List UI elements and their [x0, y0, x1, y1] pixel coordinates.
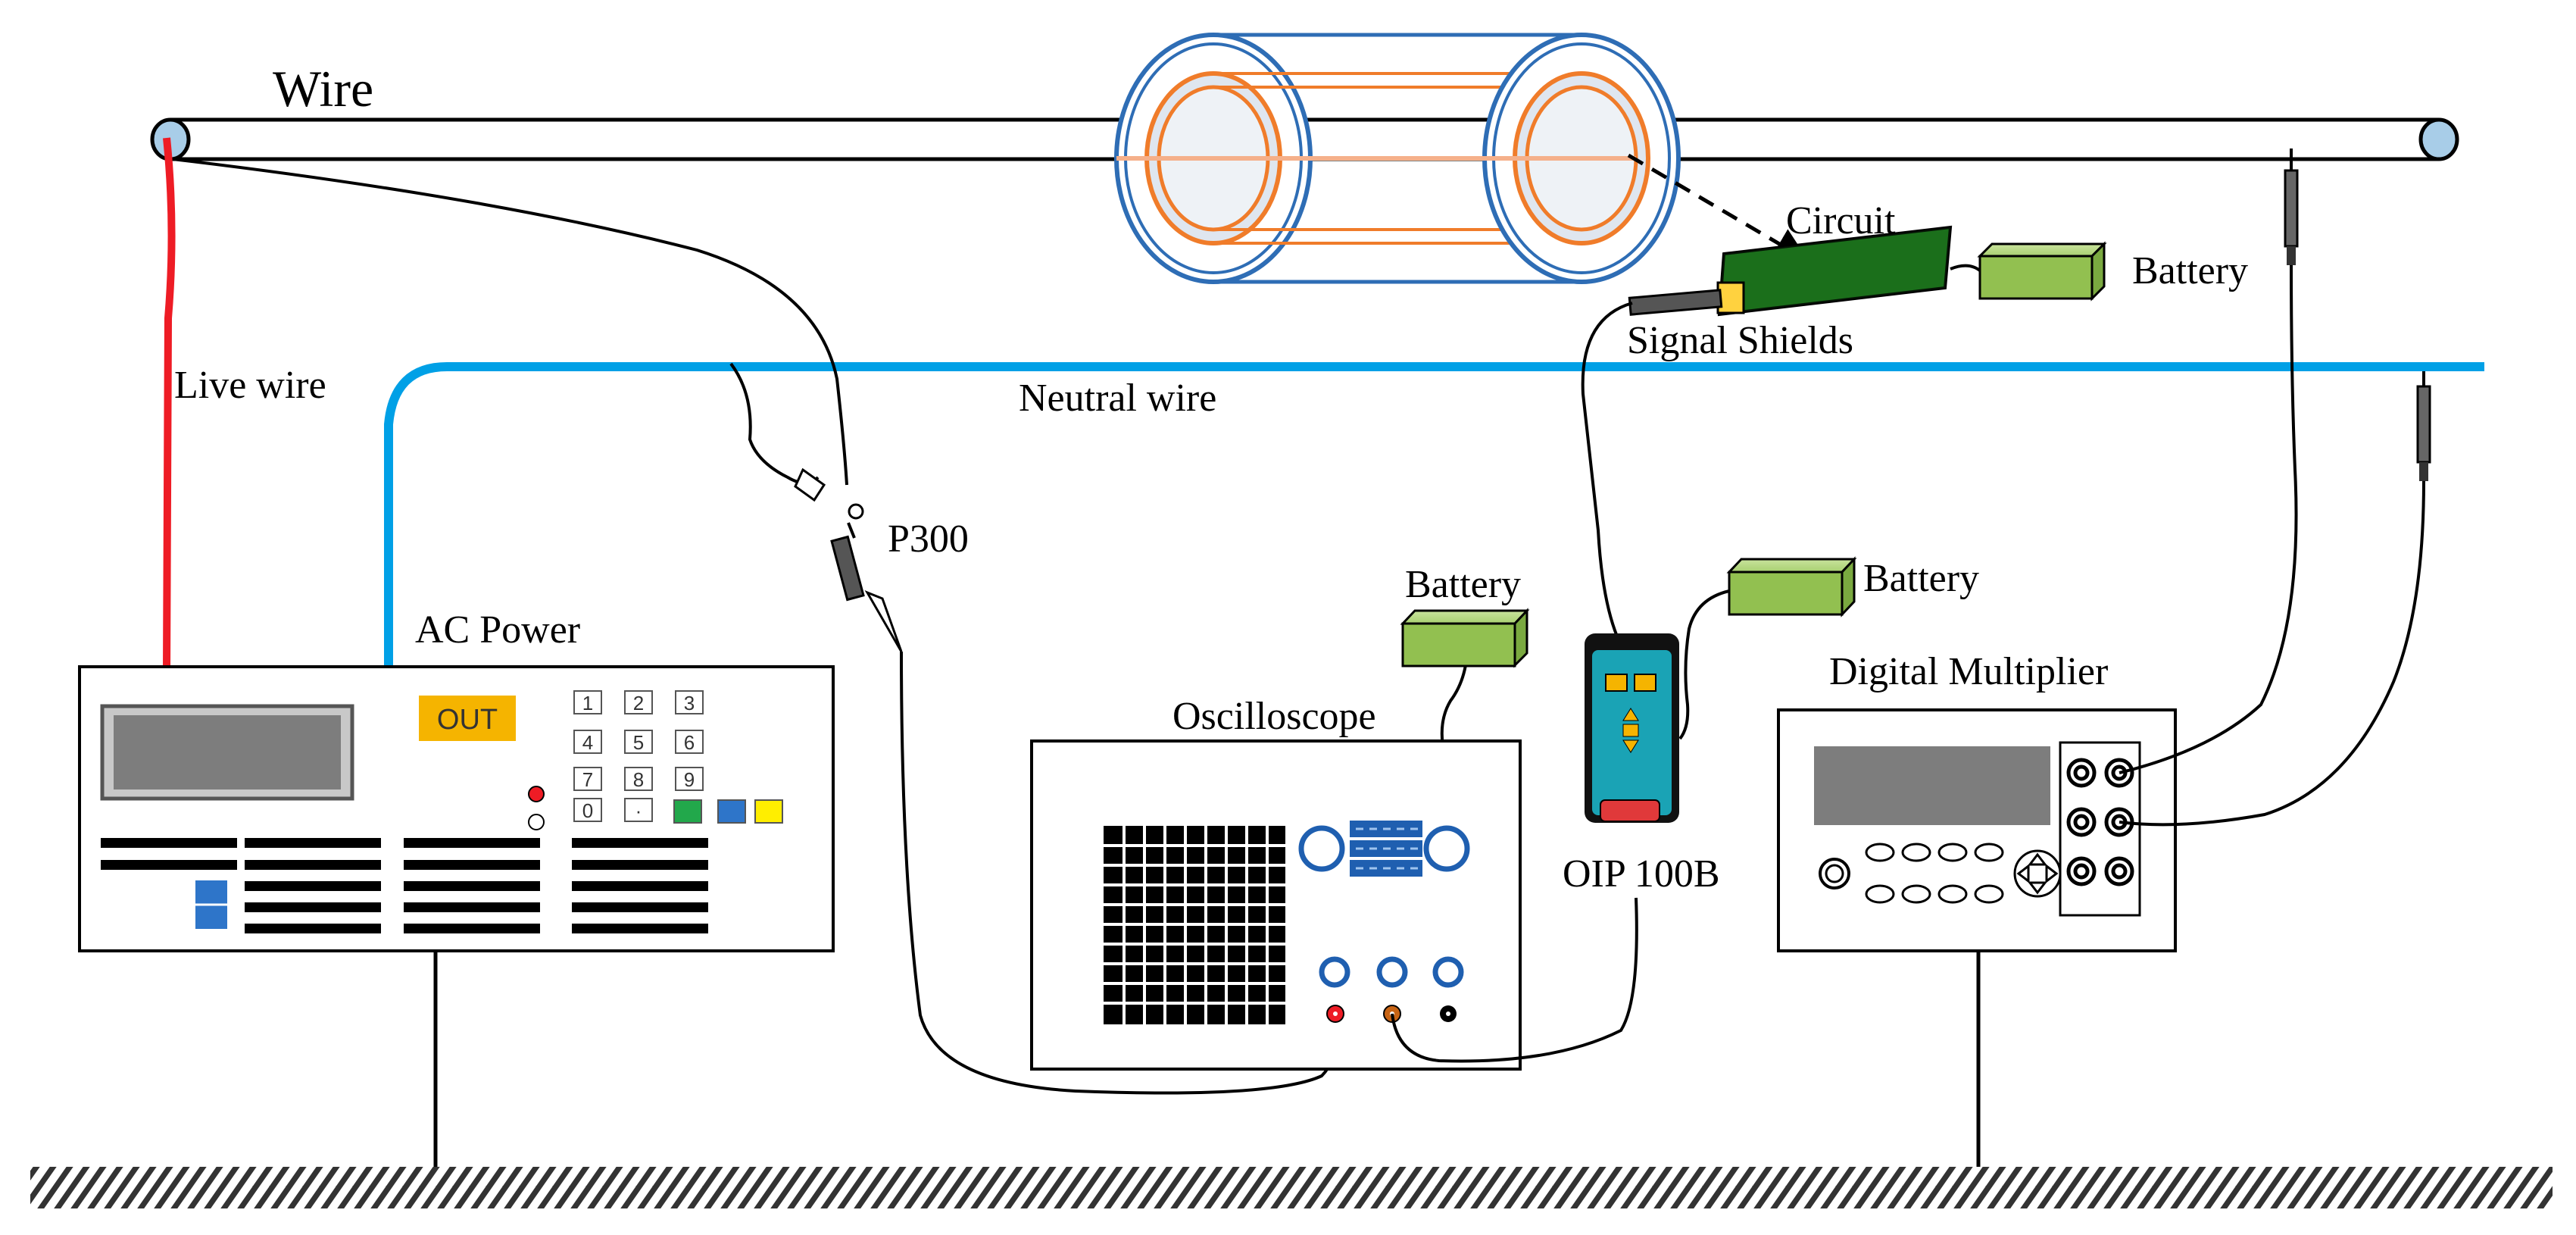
- signal-shields-label: Signal Shields: [1627, 319, 1853, 362]
- battery-icon: [1977, 241, 2107, 302]
- oip-up-arrow-icon[interactable]: [1622, 708, 1639, 721]
- key-4[interactable]: [573, 730, 602, 754]
- shield-to-oip-cable: [1581, 302, 1633, 637]
- neutral-wire: [384, 362, 2484, 671]
- oscilloscope-screen: [1104, 826, 1285, 1024]
- out-button[interactable]: [419, 696, 516, 741]
- p300-label: P300: [888, 517, 969, 561]
- scope-knob-right[interactable]: [1423, 825, 1470, 872]
- key-3[interactable]: [675, 690, 704, 714]
- key-6[interactable]: [675, 730, 704, 754]
- keypad: 1 2 3 4 5 6 7 8 9 0 ·: [573, 690, 704, 822]
- dm-display: [1814, 746, 2050, 825]
- oip-down-arrow-icon[interactable]: [1622, 739, 1639, 753]
- oip-power-button[interactable]: [1600, 799, 1660, 822]
- oip-ok-button[interactable]: [1622, 724, 1639, 737]
- yellow-button[interactable]: [754, 799, 783, 824]
- svg-text:4: 4: [582, 731, 593, 754]
- key-8[interactable]: [624, 767, 653, 791]
- wire-label: Wire: [273, 60, 373, 117]
- probe-icon: [2416, 371, 2431, 481]
- svg-text:·: ·: [635, 799, 642, 822]
- green-button[interactable]: [673, 799, 702, 824]
- ac-power-supply: OUT 1 2 3 4 5 6 7 8 9 0 ·: [78, 665, 835, 952]
- svg-text:0: 0: [582, 799, 593, 822]
- svg-text:6: 6: [684, 731, 695, 754]
- svg-text:7: 7: [582, 768, 593, 791]
- circuit-board: [1628, 225, 1953, 317]
- key-dot[interactable]: [624, 798, 653, 822]
- battery-oip-label: Battery: [1863, 557, 1979, 600]
- live-wire-label: Live wire: [174, 364, 326, 407]
- scope-button-bank[interactable]: [1350, 821, 1422, 877]
- blue-button[interactable]: [717, 799, 746, 824]
- p300-cable: [172, 158, 848, 486]
- oscilloscope: [1030, 739, 1522, 1071]
- red-indicator: [528, 786, 545, 802]
- circuit-battery-wire: [1950, 264, 1982, 273]
- svg-text:9: 9: [684, 768, 695, 791]
- p300-to-scope-cable: [900, 651, 1338, 1095]
- battery-icon: [1726, 556, 1857, 618]
- scope-knob-2[interactable]: [1376, 956, 1408, 988]
- svg-text:2: 2: [633, 692, 644, 714]
- digital-multiplier-label: Digital Multiplier: [1829, 650, 2108, 693]
- dm-direction-pad[interactable]: [2013, 849, 2062, 898]
- probe-icon: [2284, 149, 2299, 265]
- key-1[interactable]: [573, 690, 602, 714]
- svg-text:1: 1: [582, 692, 593, 714]
- ground-hatch: [30, 1167, 2553, 1208]
- digital-multiplier: [1777, 708, 2177, 952]
- scope-knob-1[interactable]: [1319, 956, 1350, 988]
- sensing-arrow: [1627, 153, 1809, 261]
- ac-power-label: AC Power: [415, 608, 580, 652]
- scope-knob-left[interactable]: [1298, 825, 1345, 872]
- svg-text:3: 3: [684, 692, 695, 714]
- oip-button-2[interactable]: [1634, 674, 1656, 692]
- scope-battery-wire: [1440, 664, 1467, 747]
- dm-jacks[interactable]: [2066, 758, 2134, 886]
- neutral-wire-label: Neutral wire: [1019, 377, 1216, 420]
- key-9[interactable]: [675, 767, 704, 791]
- out-button-label: OUT: [437, 704, 498, 736]
- live-wire: [163, 137, 176, 671]
- p300-clip-cable: [729, 362, 820, 485]
- probe-icon: [794, 467, 903, 652]
- ac-display-inner: [114, 715, 341, 789]
- key-5[interactable]: [624, 730, 653, 754]
- oip-100b-device: [1585, 633, 1679, 823]
- battery-circuit-label: Battery: [2132, 249, 2248, 292]
- white-indicator: [528, 814, 545, 830]
- battery-icon: [1400, 608, 1530, 668]
- scope-knob-3[interactable]: [1432, 956, 1464, 988]
- coil-cylinder: [1114, 33, 1681, 284]
- key-7[interactable]: [573, 767, 602, 791]
- key-2[interactable]: [624, 690, 653, 714]
- battery-oscilloscope-label: Battery: [1405, 563, 1521, 606]
- svg-text:8: 8: [633, 768, 644, 791]
- oscilloscope-label: Oscilloscope: [1172, 695, 1376, 738]
- oip-button-1[interactable]: [1605, 674, 1628, 692]
- scope-to-oip-cable: [1391, 897, 1638, 1063]
- dm-buttons[interactable]: [1865, 843, 2004, 904]
- svg-text:5: 5: [633, 731, 644, 754]
- vent-slots: [101, 838, 708, 933]
- oip-battery-wire: [1678, 589, 1730, 740]
- dm-probe-cable-1: [2119, 264, 2298, 774]
- key-0[interactable]: [573, 798, 602, 822]
- dm-probe-cable-2: [2119, 480, 2425, 827]
- oip-label: OIP 100B: [1563, 852, 1720, 896]
